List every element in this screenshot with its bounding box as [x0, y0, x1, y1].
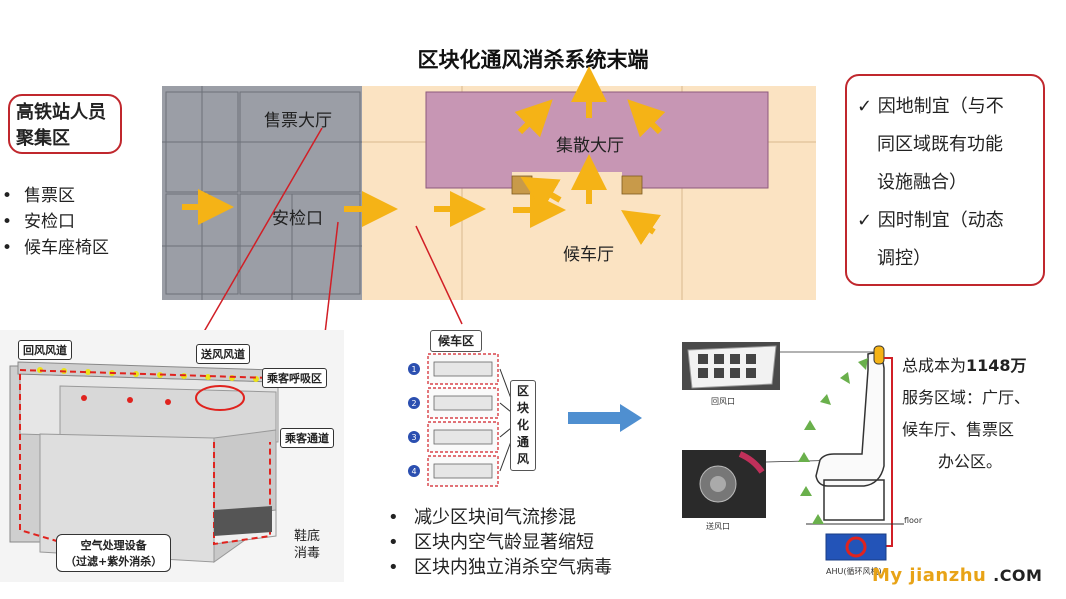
concourse-label: 集散大厅 — [556, 136, 624, 156]
shoe-disinfect-label: 鞋底 消毒 — [294, 529, 321, 561]
return-vent-label: 回风口 — [711, 397, 735, 406]
seat-diagram — [682, 342, 904, 561]
equipment-label: 空气处理设备 （过滤+紫外消杀） — [56, 534, 172, 572]
pointer-line — [197, 127, 323, 343]
breathing-zone-marker — [195, 385, 245, 411]
pointer-line — [323, 221, 339, 343]
list-item: •安检口 — [2, 212, 75, 232]
strategy-line: ✓ 因地制宜（与不 — [857, 96, 1004, 117]
benefit-list: •减少区块间气流掺混 •区块内空气龄显著缩短 •区块内独立消杀空气病毒 — [388, 505, 612, 580]
block-number: 3 — [411, 433, 416, 442]
strategy-line: 设施融合） — [877, 172, 967, 193]
strategy-line: ✓ 因时制宜（动态 — [857, 210, 1004, 231]
list-item: •候车座椅区 — [2, 238, 109, 258]
flow-arrow — [621, 210, 661, 245]
cost-info: 总成本为1148万 服务区域：广厅、 候车厅、售票区 办公区。 — [902, 350, 1030, 478]
strategy-box: ✓ 因地制宜（与不 同区域既有功能 设施融合） ✓ 因时制宜（动态 调控） — [845, 74, 1045, 286]
supply-vent-label: 送风口 — [706, 522, 730, 531]
flow-arrow — [627, 99, 666, 138]
crowd-area-title-line1: 高铁站人员 — [16, 102, 106, 123]
pointer-line — [415, 225, 463, 325]
list-item: •区块内空气龄显著缩短 — [388, 532, 594, 553]
service-area-line: 候车厅、售票区 — [902, 420, 1015, 439]
service-area-line: 办公区。 — [938, 452, 1003, 471]
block-diagram: 1 2 3 4 — [408, 353, 517, 487]
supply-duct-label: 送风风道 — [196, 344, 250, 364]
strategy-line: 同区域既有功能 — [877, 134, 1003, 155]
block-number: 4 — [411, 467, 416, 476]
watermark: My jianzhu .COM — [872, 565, 1043, 586]
list-item: •区块内独立消杀空气病毒 — [388, 557, 612, 578]
transition-arrow — [568, 404, 642, 432]
escalator — [621, 175, 643, 195]
block-number: 2 — [411, 399, 416, 408]
flow-arrow — [514, 99, 553, 138]
block-number: 1 — [411, 365, 416, 374]
floor-label: floor — [904, 516, 923, 525]
passage-label: 乘客通道 — [280, 428, 334, 448]
return-duct-label: 回风风道 — [18, 340, 72, 360]
crowd-area-title-line2: 聚集区 — [16, 128, 70, 149]
crowd-area-box: 高铁站人员 聚集区 — [8, 94, 122, 154]
list-item: •减少区块间气流掺混 — [388, 507, 576, 528]
cost-prefix: 总成本为 — [902, 356, 967, 375]
strategy-line: 调控） — [877, 248, 931, 269]
security-label: 安检口 — [272, 209, 323, 229]
block-ventilation-label: 区 块 化 通 风 — [510, 380, 536, 471]
service-area-line: 服务区域：广厅、 — [902, 388, 1031, 407]
ticket-hall-label: 售票大厅 — [264, 111, 332, 131]
waiting-hall-label: 候车厅 — [563, 245, 614, 265]
crowd-area-list: •售票区 •安检口 •候车座椅区 — [0, 183, 109, 261]
list-item: •售票区 — [2, 186, 75, 206]
ahu-label: AHU(循环风机) — [826, 567, 882, 576]
breathing-zone-label: 乘客呼吸区 — [262, 368, 327, 388]
page-title: 区块化通风消杀系统末端 — [417, 48, 649, 72]
seat-outline — [815, 352, 885, 487]
flow-arrow — [520, 176, 562, 211]
ticket-hall-zone — [162, 86, 362, 300]
cost-amount: 1148万 — [966, 356, 1027, 375]
waiting-area-label: 候车区 — [430, 330, 482, 352]
